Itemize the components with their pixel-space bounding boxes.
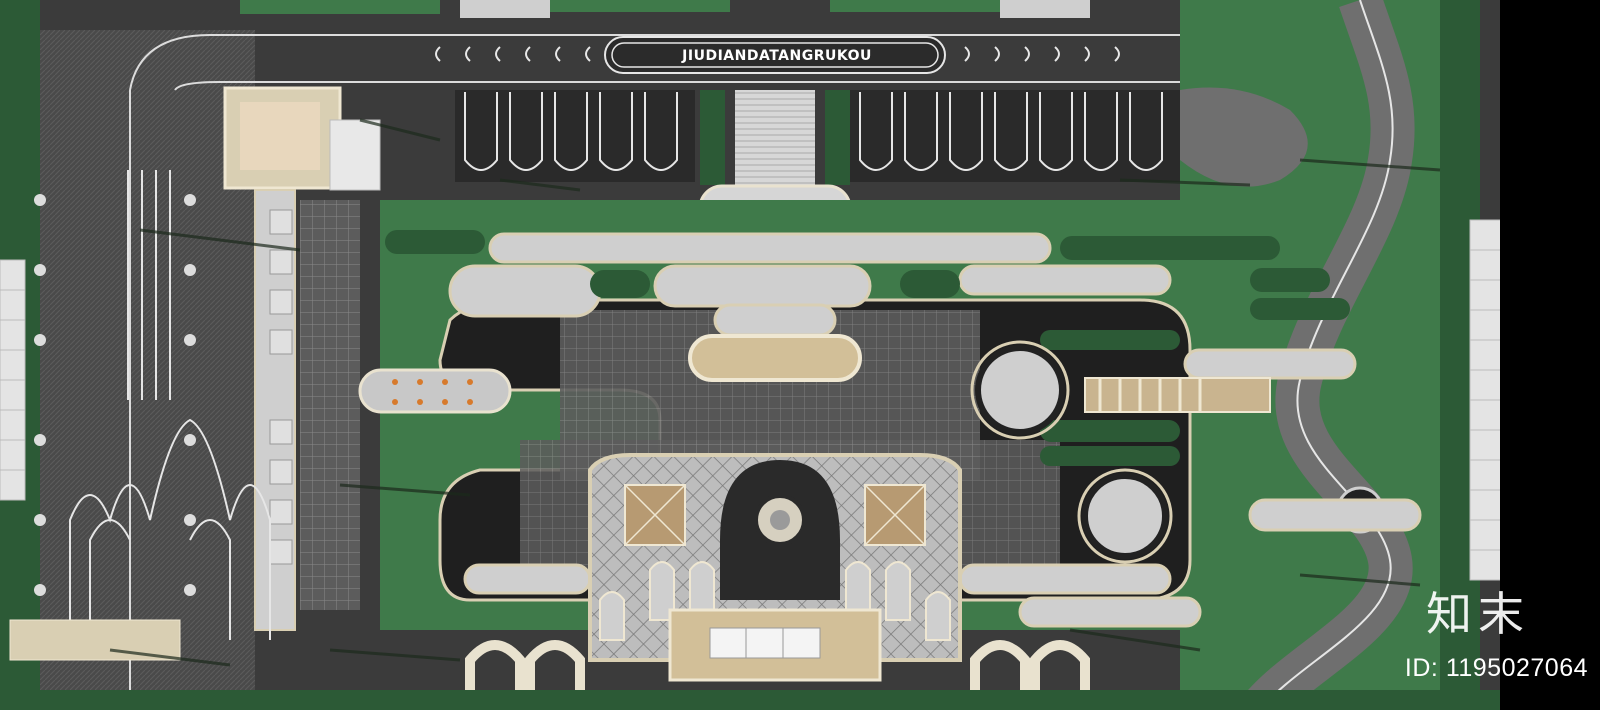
- pergola-east: [1084, 377, 1271, 413]
- entry-walk: [735, 90, 815, 185]
- south-hedge: [0, 690, 1500, 710]
- lane-ribbons: [69, 170, 271, 640]
- plaza-east: [1180, 87, 1308, 187]
- arch-gateways: [465, 640, 1090, 690]
- parking-bays-top: [455, 90, 1180, 182]
- canopy-skylight: [709, 627, 821, 659]
- paving-top-2: [1000, 0, 1090, 18]
- tree-shadows: [109, 118, 1441, 667]
- lawn-strip-top: [240, 0, 440, 14]
- glass-roof: [329, 119, 381, 191]
- parking-lot-west: [40, 30, 255, 710]
- central-pool: [688, 334, 862, 382]
- gatehouse-sw: [9, 619, 181, 661]
- road-line-inner: [174, 81, 1180, 91]
- lawn-strip-top-3: [830, 0, 1000, 12]
- brand-watermark: 知末: [1426, 587, 1530, 641]
- paving-top: [460, 0, 550, 18]
- paved-walks: [448, 232, 1422, 628]
- entrance-sign-frame: [604, 36, 946, 74]
- west-paving: [300, 200, 360, 610]
- lawn-strip-top-2: [550, 0, 730, 12]
- lane-arrows: [435, 46, 1120, 62]
- west-fountain-walk: [358, 368, 512, 414]
- arched-benches: [599, 561, 951, 641]
- round-plaza-north: [975, 345, 1065, 435]
- hedges: [385, 230, 1350, 466]
- outside-area: [1500, 0, 1600, 710]
- round-plaza-south: [1082, 473, 1168, 559]
- entrance-label: JIUDIANDATANGRUKOU: [682, 48, 872, 64]
- image-id-watermark: ID: 1195027064: [1404, 654, 1588, 682]
